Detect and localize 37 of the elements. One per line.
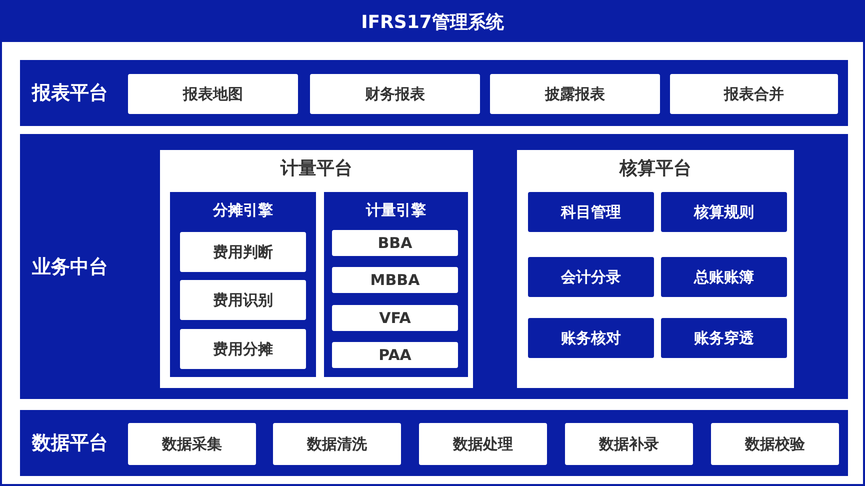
module-box: 数据清洗 xyxy=(273,423,401,465)
platform-panel xyxy=(517,150,794,388)
title-bar: IFRS17管理系统 xyxy=(2,2,863,42)
module-box: 费用分摊 xyxy=(180,329,306,369)
platform-label: 业务中台 xyxy=(32,254,108,280)
engine-panel xyxy=(324,192,468,377)
engine-heading: 计量引擎 xyxy=(366,201,426,220)
module-box: 报表合并 xyxy=(670,74,838,114)
panel-heading: 核算平台 xyxy=(620,157,692,180)
platform-label: 数据平台 xyxy=(32,431,108,456)
engine-heading: 分摊引擎 xyxy=(213,201,273,220)
engine-panel xyxy=(170,192,316,377)
module-box: 数据校验 xyxy=(711,423,839,465)
module-box: 数据补录 xyxy=(565,423,693,465)
module-box: 费用判断 xyxy=(180,232,306,272)
module-box: PAA xyxy=(332,342,458,368)
module-box: 财务报表 xyxy=(310,74,480,114)
module-box: 披露报表 xyxy=(490,74,660,114)
module-box: MBBA xyxy=(332,267,458,293)
module-box: 账务穿透 xyxy=(661,318,787,358)
panel-heading: 计量平台 xyxy=(280,157,352,180)
platform-panel xyxy=(160,150,473,388)
platform-band xyxy=(20,60,848,126)
module-box: 科目管理 xyxy=(528,192,654,232)
platform-band xyxy=(20,134,848,399)
module-box: 总账账簿 xyxy=(661,257,787,297)
module-box: 账务核对 xyxy=(528,318,654,358)
module-box: BBA xyxy=(332,230,458,256)
module-box: 核算规则 xyxy=(661,192,787,232)
module-box: 数据处理 xyxy=(419,423,547,465)
module-box: 数据采集 xyxy=(128,423,256,465)
module-box: 报表地图 xyxy=(128,74,298,114)
module-box: 会计分录 xyxy=(528,257,654,297)
platform-band xyxy=(20,410,848,476)
module-box: 费用识别 xyxy=(180,280,306,320)
platform-label: 报表平台 xyxy=(32,81,108,106)
module-box: VFA xyxy=(332,305,458,331)
